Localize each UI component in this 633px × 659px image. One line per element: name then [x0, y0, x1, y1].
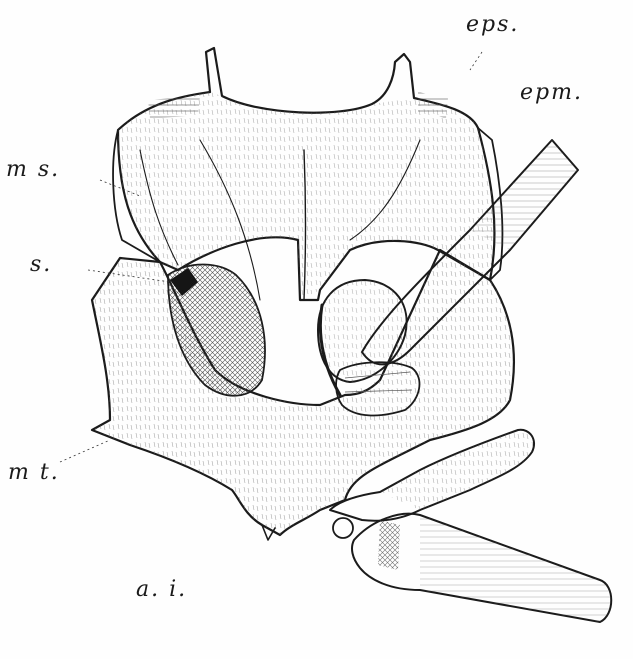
label-s: s. — [30, 252, 52, 277]
label-ms: m s. — [6, 157, 60, 182]
label-epm: epm. — [520, 80, 583, 105]
label-ai: a. i. — [136, 577, 187, 602]
label-mt: m t. — [8, 460, 60, 485]
label-eps: eps. — [466, 12, 519, 37]
